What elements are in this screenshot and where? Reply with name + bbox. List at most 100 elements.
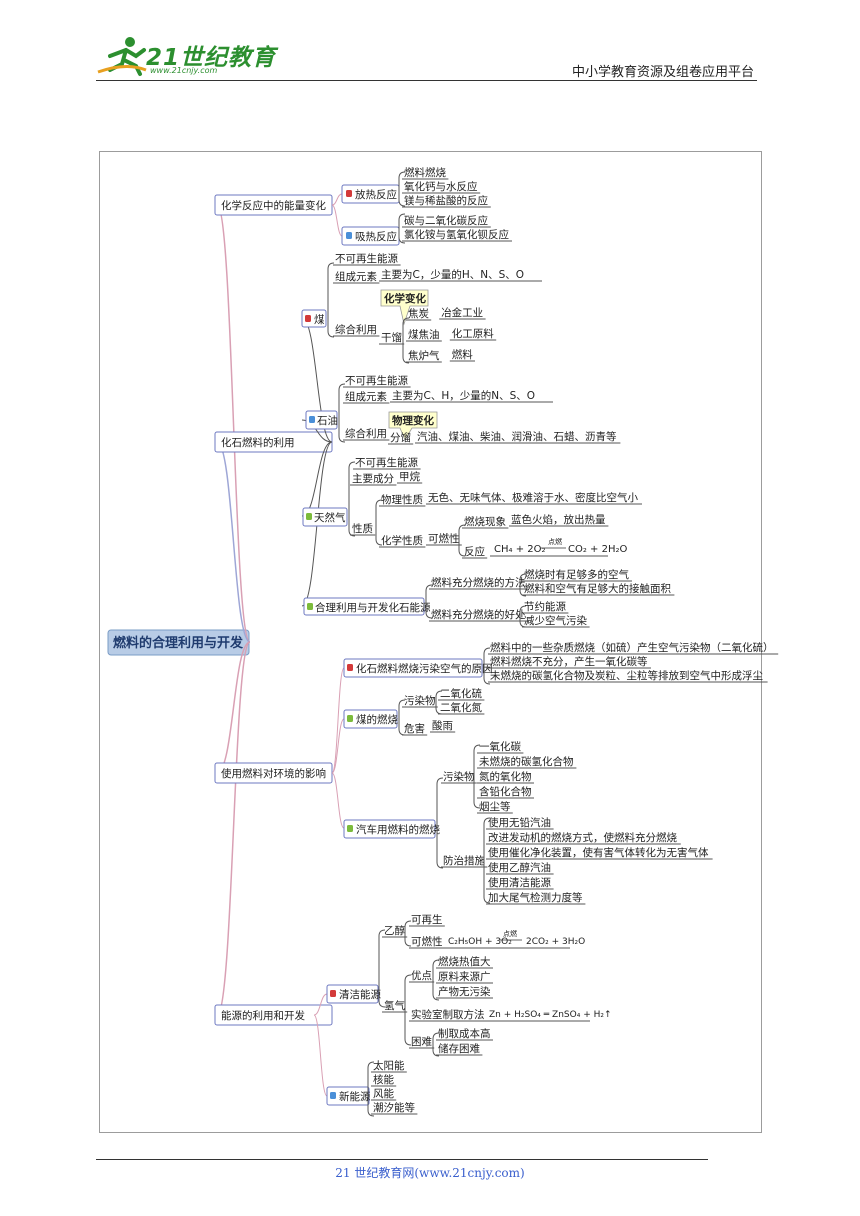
gas-nonrenew: 不可再生能源: [355, 456, 418, 469]
header-divider: [96, 80, 757, 81]
branch-b4-label: 能源的利用和开发: [221, 1009, 305, 1022]
car-label: 汽车用燃料的燃烧: [356, 823, 440, 836]
gas-chem-label: 化学性质: [381, 534, 423, 547]
coal-burn-pol-0: 二氧化硫: [440, 687, 482, 700]
coal-burn-pol-bracket: [435, 690, 443, 715]
platform-title: 中小学教育资源及组卷应用平台: [571, 65, 754, 80]
coal-product-1: 煤焦油: [408, 328, 440, 341]
oil-bracket: [338, 383, 346, 443]
car-meas-2: 使用催化净化装置，使有害气体转化为无害气体: [488, 846, 709, 859]
coal-callout: 化学变化: [384, 292, 426, 305]
ethanol-eq-rhs: 2CO₂ + 3H₂O: [526, 937, 585, 947]
new-item-1: 核能: [373, 1073, 394, 1086]
oil-callout: 物理变化: [392, 414, 434, 427]
new-tag-icon: [330, 1092, 336, 1099]
b4-new-connector: [313, 1014, 328, 1097]
coal-burn-tag-icon: [347, 715, 353, 722]
gas-eq-lhs: CH₄ + 2O₂: [494, 544, 546, 555]
coal-tag-icon: [305, 315, 311, 322]
hydrogen-adv-2: 产物无污染: [438, 985, 491, 998]
car-pol-bracket: [473, 744, 481, 809]
gas-phen-label: 燃烧现象: [464, 515, 506, 528]
rational-method-0: 燃烧时有足够多的空气: [524, 568, 629, 581]
b1-exo-item-0: 燃料燃烧: [404, 166, 446, 179]
footer-site: 21 世纪教育网(www.21cnjy.com): [335, 1166, 525, 1180]
coal-product-use-1: 化工原料: [452, 327, 494, 340]
ethanol-label: 乙醇: [384, 924, 405, 937]
b1-endo-item-0: 碳与二氧化碳反应: [404, 214, 488, 227]
hydrogen-diff-0: 制取成本高: [438, 1027, 491, 1040]
b3-coal-connector: [331, 718, 345, 774]
hydrogen-adv-0: 燃烧热值大: [438, 955, 491, 968]
coal-comp-label: 组成元素: [335, 270, 377, 283]
coal-comp-value: 主要为C，少量的H、N、S、O: [381, 268, 524, 281]
b3-cause-connector: [331, 667, 345, 774]
hydrogen-adv-1: 原料来源广: [438, 970, 491, 983]
logo-url: www.21cnjy.com: [150, 66, 218, 75]
branch-b2-label: 化石燃料的利用: [221, 436, 295, 449]
gas-phen-value: 蓝色火焰，放出热量: [511, 513, 606, 526]
ethanol-flam-label: 可燃性: [411, 935, 443, 948]
hydrogen-lab-label: 实验室制取方法: [411, 1008, 485, 1021]
ethanol-bracket: [404, 920, 412, 947]
branch-b3-connector: [216, 641, 251, 774]
gas-flam-label: 可燃性: [428, 532, 460, 545]
oil-use-label: 综合利用: [345, 427, 387, 440]
oil-process: 分馏: [390, 431, 411, 444]
clean-bracket: [378, 929, 386, 1008]
new-item-0: 太阳能: [373, 1059, 405, 1072]
cause-item-2: 未燃烧的碳氢化合物及炭粒、尘粒等排放到空气中形成浮尘: [490, 669, 763, 682]
gas-flam-bracket: [458, 524, 466, 557]
new-label: 新能源: [339, 1090, 371, 1103]
cause-item-1: 燃料燃烧不充分，产生一氧化碳等: [490, 655, 648, 668]
car-node: [343, 819, 436, 839]
car-meas-bracket: [483, 817, 491, 904]
cause-item-0: 燃料中的一些杂质燃烧（如硫）产生空气污染物（二氧化硫）: [490, 641, 774, 654]
clean-node: [326, 984, 379, 1004]
car-meas-5: 加大尾气检测力度等: [488, 891, 583, 904]
car-pol-2: 氮的氧化物: [479, 770, 532, 783]
new-item-2: 风能: [373, 1087, 394, 1100]
coal-burn-label: 煤的燃烧: [356, 713, 398, 726]
car-meas-4: 使用清洁能源: [488, 876, 551, 889]
car-meas-label: 防治措施: [443, 854, 485, 867]
hydrogen-label: 氢气: [384, 999, 405, 1012]
rational-benefit-1: 减少空气污染: [524, 614, 587, 627]
exo-tag-icon: [346, 190, 352, 197]
oil-node: [305, 410, 338, 430]
gas-phys-value: 无色、无味气体、极难溶于水、密度比空气小: [428, 491, 638, 504]
gas-main-label: 主要成分: [352, 473, 394, 485]
oil-nonrenew: 不可再生能源: [345, 374, 408, 387]
rational-method-1: 燃料和空气有足够大的接触面积: [524, 582, 671, 595]
coal-callout-box: [380, 289, 429, 326]
hydrogen-lab-eq: Zn + H₂SO₄ ═ ZnSO₄ + H₂↑: [489, 1010, 612, 1020]
gas-tag-icon: [306, 513, 312, 520]
new-item-3: 潮汐能等: [373, 1101, 415, 1114]
coal-product-use-0: 冶金工业: [441, 306, 483, 319]
b1-exo-connector: [331, 193, 343, 206]
hydrogen-diff-1: 储存困难: [438, 1042, 480, 1055]
hydrogen-bracket: [404, 974, 412, 1046]
oil-products: 汽油、煤油、柴油、润滑油、石蜡、沥青等: [417, 430, 617, 443]
hydrogen-diff-label: 困难: [411, 1036, 432, 1048]
gas-label: 天然气: [314, 511, 346, 524]
rational-method-label: 燃料充分燃烧的方法: [431, 576, 526, 589]
gas-prop-bracket: [375, 499, 383, 546]
gas-eq-cond: 点燃: [548, 537, 562, 546]
logo-text: 21世纪教育: [146, 45, 277, 71]
b1-exo-bracket: [398, 171, 406, 207]
coal-nonrenew: 不可再生能源: [335, 252, 398, 265]
b1-endo-label: 吸热反应: [355, 230, 397, 243]
rational-label: 合理利用与开发化石能源: [315, 601, 431, 614]
oil-label: 石油: [317, 414, 338, 427]
b1-exo-item-1: 氧化钙与水反应: [404, 180, 478, 193]
b1-exo-label: 放热反应: [355, 188, 397, 201]
b1-endo-item-1: 氯化铵与氢氧化钡反应: [404, 228, 509, 241]
b2-gas-connector: [301, 441, 333, 517]
car-meas-0: 使用无铅汽油: [488, 816, 551, 829]
coal-node: [301, 309, 327, 328]
ethanol-eq-cond: 点燃: [503, 929, 517, 938]
logo-runner-icon: [97, 37, 147, 76]
hydrogen-adv-bracket: [432, 959, 440, 1001]
